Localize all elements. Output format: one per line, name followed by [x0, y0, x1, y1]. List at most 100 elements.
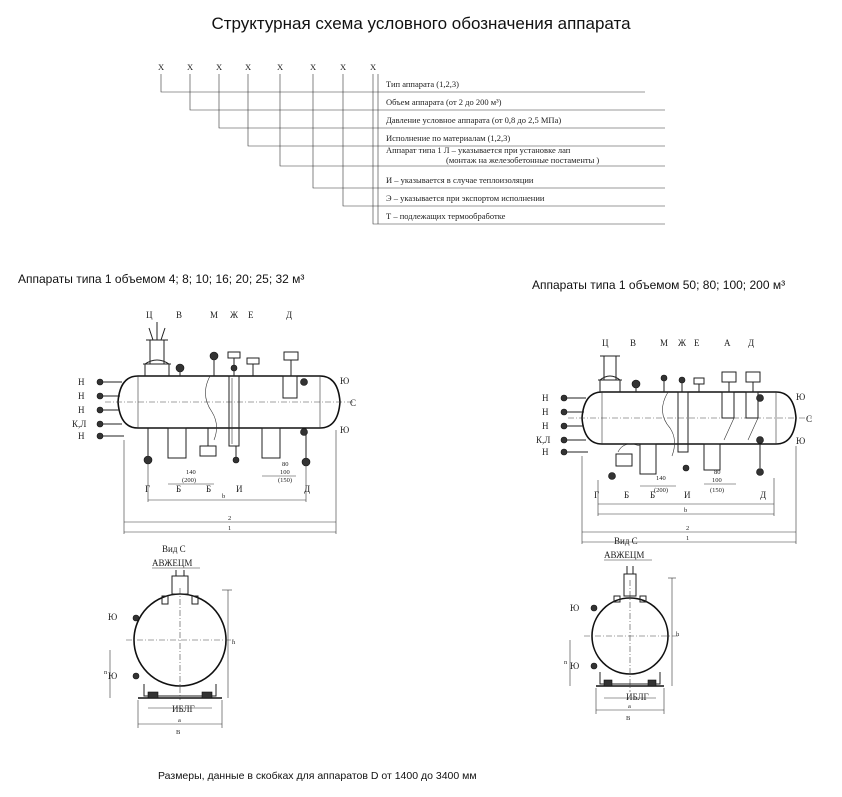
left-side-label: К,Л	[536, 435, 550, 445]
dim-label: 100	[280, 469, 290, 476]
view-title: Вид С	[162, 544, 186, 554]
left-top-label: В	[176, 310, 182, 320]
designation-mark: Х	[158, 62, 164, 72]
right-side-label: С	[806, 414, 812, 424]
left-top-label: Ж	[230, 310, 239, 320]
right-view-c: Вид С АВЖЕЦМ Ю Ю ИБЛГ n h a B	[564, 536, 680, 722]
designation-line: Т – подлежащих термообработке	[386, 211, 506, 221]
left-side-label: Н	[542, 393, 549, 403]
dim-label: n	[104, 669, 108, 676]
designation-line: Тип аппарата (1,2,3)	[386, 79, 459, 89]
designation-line: Объем аппарата (от 2 до 200 м³)	[386, 97, 502, 107]
bottom-label: Г	[594, 490, 599, 500]
designation-line: Э – указывается при экспортом исполнении	[386, 193, 545, 203]
designation-mark: Х	[277, 62, 283, 72]
dim-label: 2	[228, 515, 231, 522]
bottom-label: Б	[176, 484, 181, 494]
left-nozzles	[96, 378, 124, 440]
dim-label: 80	[282, 461, 289, 468]
left-top-label: Ц	[146, 310, 153, 320]
bottom-label: Б	[206, 484, 211, 494]
dimensions-footnote: Размеры, данные в скобках для аппаратов …	[158, 770, 477, 782]
left-side-label: Н	[542, 407, 549, 417]
dim-label: 80	[714, 469, 721, 476]
view-side-label: Ю	[570, 661, 579, 671]
bottom-label: Д	[304, 484, 310, 494]
view-bottom-code: ИБЛГ	[172, 704, 195, 714]
left-side-label: Н	[78, 377, 85, 387]
dim-label: (150)	[278, 477, 292, 484]
designation-mark: Х	[245, 62, 251, 72]
right-apparatus-heading: Аппараты типа 1 объемом 50; 80; 100; 200…	[532, 278, 786, 292]
right-side-label: С	[350, 398, 356, 408]
right-top-label: Ж	[678, 338, 687, 348]
designation-line: Исполнение по материалам (1,2,3)	[386, 133, 510, 143]
dim-label: 140	[656, 475, 666, 482]
left-side-view: Ц В М Ж Е Д Н Н Н К,Л Н Ю С Ю Г Б Б И Д …	[72, 310, 356, 534]
dim-label: (200)	[654, 487, 668, 494]
bottom-label: Г	[145, 484, 150, 494]
dim-label: h	[232, 639, 236, 646]
right-side-label: Ю	[340, 376, 349, 386]
bottom-label: Д	[760, 490, 766, 500]
dim-label: b	[684, 507, 687, 514]
view-bottom-code: ИБЛГ	[626, 692, 649, 702]
designation-mark: Х	[310, 62, 316, 72]
dim-label: 2	[686, 525, 689, 532]
designation-mark: Х	[370, 62, 376, 72]
dim-label: (150)	[710, 487, 724, 494]
dim-label: a	[628, 703, 631, 710]
dim-label: n	[564, 659, 568, 666]
designation-mark: Х	[187, 62, 193, 72]
dim-label: 100	[712, 477, 722, 484]
left-side-label: Н	[542, 421, 549, 431]
designation-mark: Х	[216, 62, 222, 72]
dim-label: 1	[228, 525, 231, 532]
dim-label: B	[626, 715, 631, 722]
left-top-label: Е	[248, 310, 254, 320]
page-title: Структурная схема условного обозначения …	[211, 14, 631, 33]
view-side-label: Ю	[108, 671, 117, 681]
view-side-label: Ю	[570, 603, 579, 613]
dim-label: 1	[686, 535, 689, 542]
right-top-label: Д	[748, 338, 754, 348]
designation-line: (монтаж на железобетонные постаменты )	[446, 155, 599, 165]
designation-line: И – указывается в случае теплоизоляции	[386, 175, 534, 185]
view-side-label: Ю	[108, 612, 117, 622]
bottom-label: Б	[624, 490, 629, 500]
dim-label: h	[676, 631, 680, 638]
right-top-label: Ц	[602, 338, 609, 348]
right-side-label: Ю	[796, 392, 805, 402]
left-apparatus-heading: Аппараты типа 1 объемом 4; 8; 10; 16; 20…	[18, 272, 305, 286]
view-section-label: АВЖЕЦМ	[152, 558, 192, 568]
view-section-label: АВЖЕЦМ	[604, 550, 644, 560]
left-top-label: Д	[286, 310, 292, 320]
designation-scheme: Х Х Х Х Х Х Х Х Тип аппарата (1,2,3) Объ…	[158, 62, 665, 225]
bottom-label: И	[236, 484, 243, 494]
view-title: Вид С	[614, 536, 638, 546]
right-side-view: Ц В М Ж Е А Д Н Н Н К,Л Н Ю С Ю Г Б Б И …	[536, 338, 812, 544]
designation-line: Давление условное аппарата (от 0,8 до 2,…	[386, 115, 561, 125]
bottom-label: И	[684, 490, 691, 500]
dim-label: a	[178, 717, 181, 724]
left-side-label: Н	[78, 391, 85, 401]
bottom-label: Б	[650, 490, 655, 500]
left-side-label: Н	[78, 431, 85, 441]
right-top-label: М	[660, 338, 668, 348]
left-side-label: К,Л	[72, 419, 86, 429]
left-view-c: Вид С АВЖЕЦМ Ю Ю ИБЛГ n h a B	[104, 544, 236, 736]
right-top-label: Е	[694, 338, 700, 348]
dim-label: 140	[186, 469, 196, 476]
designation-mark: Х	[340, 62, 346, 72]
dim-label: b	[222, 493, 225, 500]
left-side-label: Н	[78, 405, 85, 415]
left-top-label: М	[210, 310, 218, 320]
right-top-label: В	[630, 338, 636, 348]
left-side-label: Н	[542, 447, 549, 457]
left-nozzles	[560, 394, 588, 456]
designation-line: Аппарат типа 1 Л – указывается при устан…	[386, 145, 571, 155]
right-side-label: Ю	[796, 436, 805, 446]
dim-label: (200)	[182, 477, 196, 484]
dim-label: B	[176, 729, 181, 736]
